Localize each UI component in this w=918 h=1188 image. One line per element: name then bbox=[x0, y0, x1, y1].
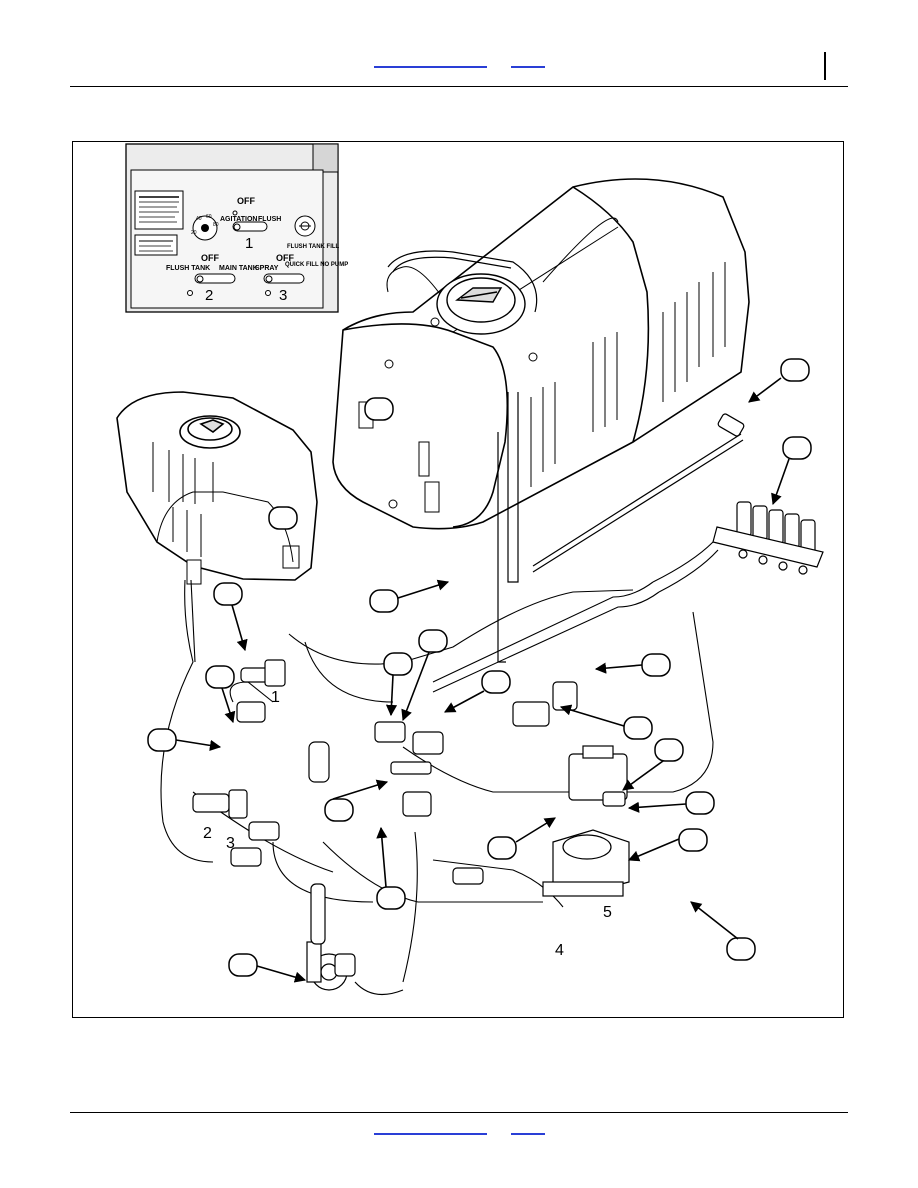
callout-balloon bbox=[481, 670, 511, 694]
callout-balloon bbox=[205, 665, 235, 689]
callout-arrow bbox=[231, 604, 248, 652]
control-panel-inset: 20 40 60 80 OFF AGITATION FLUSH 1 FLUSH … bbox=[125, 143, 348, 313]
callout-arrow bbox=[256, 965, 307, 983]
callout-balloon bbox=[324, 798, 354, 822]
pressure-gauge: 20 40 60 80 bbox=[191, 214, 219, 241]
callout-arrow bbox=[559, 704, 625, 727]
callout-balloon bbox=[678, 828, 708, 852]
knob-2-left-label: FLUSH TANK bbox=[166, 265, 210, 272]
controlled-valve bbox=[542, 829, 630, 897]
callout-balloon bbox=[654, 738, 684, 762]
callout-balloon bbox=[641, 653, 671, 677]
header-rule bbox=[70, 86, 848, 87]
knob-2-right-label: MAIN TANK bbox=[219, 265, 258, 272]
valve-number-3: 3 bbox=[226, 835, 235, 852]
callout-balloon bbox=[383, 652, 413, 676]
callout-arrow bbox=[444, 690, 485, 713]
callout-arrow bbox=[627, 838, 680, 862]
plumbing-diagram: 20 40 60 80 OFF AGITATION FLUSH 1 FLUSH … bbox=[116, 143, 824, 996]
callout-balloon bbox=[364, 397, 394, 421]
valve-number-2: 2 bbox=[203, 825, 212, 842]
agitation-valves bbox=[192, 659, 578, 885]
knob-3-off-label: OFF bbox=[276, 253, 294, 263]
callout-balloon bbox=[726, 937, 756, 961]
callout-balloon bbox=[213, 582, 243, 606]
boom-valve-manifold bbox=[712, 501, 824, 575]
callout-arrow bbox=[748, 377, 782, 403]
tank-top-fitting bbox=[532, 413, 745, 573]
callout-balloon bbox=[147, 728, 177, 752]
knob-2-group: OFF FLUSH TANK MAIN TANK 2 bbox=[166, 253, 258, 304]
callout-balloon bbox=[418, 629, 448, 653]
callout-balloon bbox=[685, 791, 715, 815]
callout-balloon bbox=[376, 886, 406, 910]
main-tank-lid bbox=[436, 273, 526, 335]
flow-meter-body bbox=[568, 745, 628, 807]
gauge-tick: 40 bbox=[196, 216, 202, 222]
callout-balloon bbox=[268, 506, 298, 530]
knob-3-number: 3 bbox=[279, 287, 287, 304]
flush-tank bbox=[116, 391, 318, 585]
footer-link-2[interactable] bbox=[511, 1133, 545, 1135]
callout-arrow bbox=[175, 739, 222, 751]
flush-tank-fill-fitting: FLUSH TANK FILL bbox=[287, 215, 340, 250]
flush-tank-fill-label: FLUSH TANK FILL bbox=[287, 244, 340, 250]
callout-balloon bbox=[487, 836, 517, 860]
warning-decal bbox=[134, 190, 184, 256]
callout-arrow bbox=[376, 826, 388, 888]
valve-number-4: 4 bbox=[555, 942, 564, 959]
main-tank bbox=[332, 178, 750, 530]
callout-balloon bbox=[782, 436, 812, 460]
knob-1-group: OFF AGITATION FLUSH 1 bbox=[220, 196, 281, 252]
knob-1-off-label: OFF bbox=[237, 196, 255, 206]
valve-number-1: 1 bbox=[271, 689, 280, 706]
callout-balloon bbox=[369, 589, 399, 613]
callout-balloon bbox=[228, 953, 258, 977]
callout-arrow bbox=[594, 662, 643, 674]
knob-3-group: OFF SPRAY QUICK FILL NO PUMP 3 bbox=[255, 253, 348, 304]
callout-balloons bbox=[147, 358, 812, 977]
callout-arrow bbox=[221, 687, 236, 724]
callout-arrow bbox=[385, 674, 398, 717]
callout-balloon bbox=[623, 716, 653, 740]
callout-arrow bbox=[332, 779, 389, 800]
valve-number-5: 5 bbox=[603, 904, 612, 921]
knob-3-right-label: QUICK FILL NO PUMP bbox=[285, 262, 348, 268]
knob-1-number: 1 bbox=[245, 235, 253, 252]
callout-balloon bbox=[780, 358, 810, 382]
gauge-tick: 20 bbox=[191, 230, 197, 236]
knob-2-off-label: OFF bbox=[201, 253, 219, 263]
callout-arrows bbox=[175, 377, 790, 983]
diagram-frame: 20 40 60 80 OFF AGITATION FLUSH 1 FLUSH … bbox=[72, 141, 844, 1018]
knob-3-left-label: SPRAY bbox=[255, 265, 279, 272]
callout-arrow bbox=[771, 458, 790, 506]
header-link-1[interactable] bbox=[374, 66, 487, 68]
header-side-mark bbox=[824, 52, 826, 80]
callout-arrow bbox=[622, 760, 664, 791]
hose-lines bbox=[160, 541, 719, 983]
header-link-2[interactable] bbox=[511, 66, 545, 68]
pump-assembly bbox=[306, 883, 404, 996]
footer-link-1[interactable] bbox=[374, 1133, 487, 1135]
callout-arrow bbox=[397, 579, 450, 599]
callout-arrow bbox=[627, 801, 687, 813]
callout-arrow bbox=[515, 817, 556, 843]
gauge-tick: 60 bbox=[206, 214, 212, 220]
gauge-tick: 80 bbox=[213, 222, 219, 228]
callout-arrow bbox=[401, 651, 430, 722]
footer-rule bbox=[70, 1112, 848, 1113]
callout-arrow bbox=[690, 901, 739, 940]
knob-2-number: 2 bbox=[205, 287, 213, 304]
knob-1-left-label: AGITATION bbox=[220, 216, 257, 223]
knob-1-right-label: FLUSH bbox=[258, 216, 281, 223]
